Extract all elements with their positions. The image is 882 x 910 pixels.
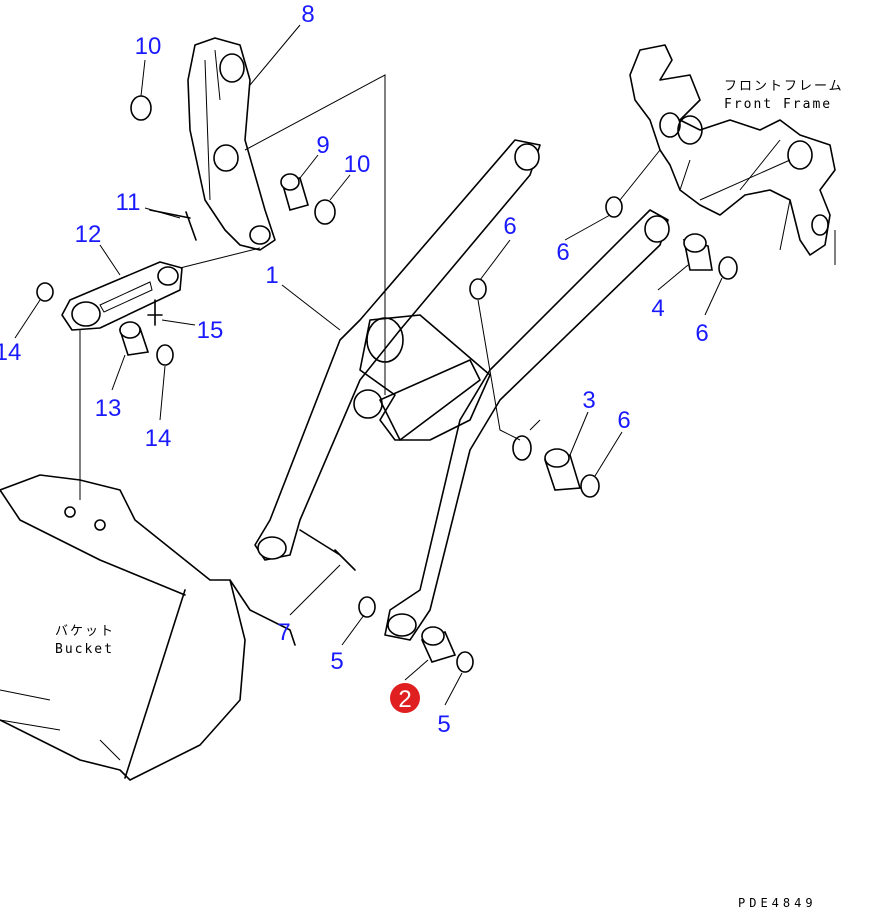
callouts: 8 10 9 10 11 12 1 6 6 4 6 15 14 13 14 3 … — [0, 1, 709, 738]
callout-6: 6 — [617, 407, 630, 434]
callout-4: 4 — [651, 295, 664, 322]
bell-crank — [187, 37, 276, 251]
callout-12: 12 — [75, 221, 102, 248]
front-frame — [619, 44, 836, 265]
leader-lines — [14, 24, 791, 706]
callout-5: 5 — [437, 711, 450, 738]
link — [61, 261, 183, 331]
callout-6: 6 — [695, 320, 708, 347]
bucket — [0, 474, 296, 781]
callout-2-highlighted: 2 — [398, 686, 411, 713]
callout-13: 13 — [95, 395, 122, 422]
drawing-code: PDE4849 — [738, 896, 817, 910]
callout-5: 5 — [330, 648, 343, 675]
callout-10: 10 — [135, 33, 162, 60]
boom — [254, 139, 670, 641]
bucket-label-en: Bucket — [55, 642, 114, 657]
callout-11: 11 — [116, 189, 141, 216]
bucket-label-jp: バケット — [55, 624, 115, 639]
front-frame-label-jp: フロントフレーム — [724, 79, 844, 94]
callout-6: 6 — [556, 239, 569, 266]
callout-1: 1 — [265, 262, 278, 289]
small-parts — [36, 95, 738, 673]
callout-9: 9 — [316, 132, 329, 159]
front-frame-label-en: Front Frame — [724, 97, 832, 112]
callout-3: 3 — [582, 387, 595, 414]
callout-14: 14 — [145, 425, 172, 452]
callout-15: 15 — [197, 317, 224, 344]
highlight-marker — [390, 683, 420, 713]
callout-10: 10 — [344, 151, 371, 178]
callout-6: 6 — [503, 213, 516, 240]
callout-14: 14 — [0, 339, 21, 366]
callout-7: 7 — [277, 619, 290, 646]
callout-8: 8 — [301, 1, 314, 28]
